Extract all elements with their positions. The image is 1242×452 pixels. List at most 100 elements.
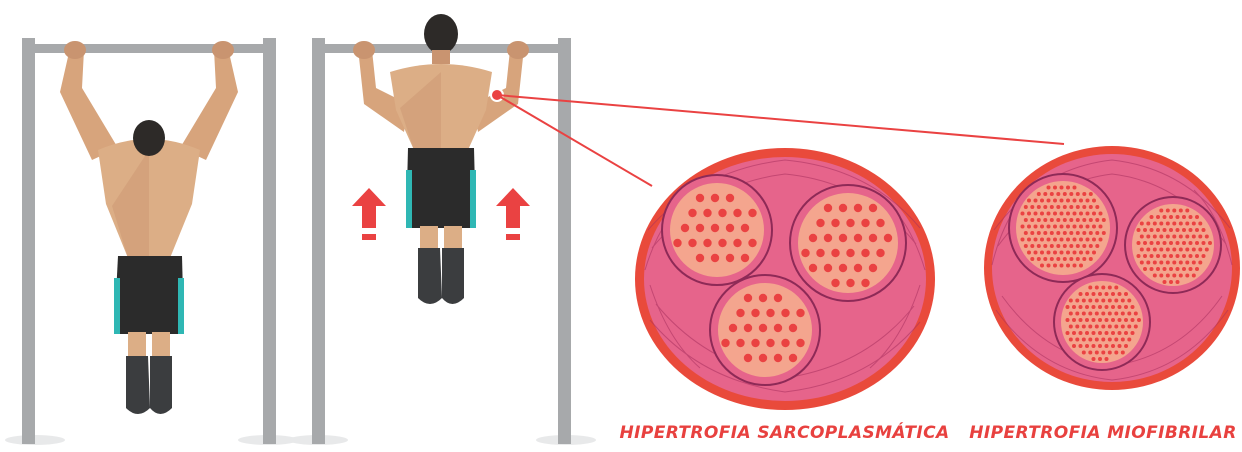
fiber-dot bbox=[1076, 257, 1080, 261]
fiber-dot bbox=[1072, 305, 1076, 309]
fiber-dot bbox=[1176, 228, 1180, 232]
fiber-dot bbox=[1195, 254, 1199, 258]
fiber-dot bbox=[1143, 267, 1147, 271]
fiber-dot bbox=[1095, 312, 1099, 316]
fiber-dot bbox=[1050, 192, 1054, 196]
fiber-dot bbox=[1024, 205, 1028, 209]
fiber-dot bbox=[1027, 225, 1031, 229]
fiber-dot bbox=[759, 324, 767, 332]
fiber-dot bbox=[1127, 299, 1131, 303]
fiber-dot bbox=[1156, 241, 1160, 245]
fiber-dot bbox=[1172, 222, 1176, 226]
fiber-dot bbox=[733, 209, 741, 217]
fiber-dot bbox=[748, 209, 756, 217]
fiber-dot bbox=[1185, 222, 1189, 226]
fiber-dot bbox=[1195, 267, 1199, 271]
fiber-dot bbox=[688, 209, 696, 217]
fiber-dot bbox=[1030, 244, 1034, 248]
fiber-dot bbox=[1063, 244, 1067, 248]
fiber-dot bbox=[1053, 186, 1057, 190]
fiber-dot bbox=[1198, 248, 1202, 252]
shoe bbox=[126, 356, 150, 414]
fiber-dot bbox=[1063, 257, 1067, 261]
fiber-dot bbox=[1189, 215, 1193, 219]
head bbox=[424, 14, 458, 54]
fiber-dot bbox=[1066, 251, 1070, 255]
fiber-dot bbox=[1153, 261, 1157, 265]
fiber-dot bbox=[1047, 264, 1051, 268]
fiber-dot bbox=[1114, 286, 1118, 290]
fiber-dot bbox=[1066, 212, 1070, 216]
fiber-dot bbox=[1140, 235, 1144, 239]
fiber-dot bbox=[1098, 344, 1102, 348]
neck bbox=[432, 50, 450, 64]
fiber-dot bbox=[1079, 212, 1083, 216]
fiber-dot bbox=[1150, 228, 1154, 232]
fiber-dot bbox=[1140, 248, 1144, 252]
fiber-dot bbox=[1053, 212, 1057, 216]
fiber-dot bbox=[1153, 274, 1157, 278]
fiber-dot bbox=[1146, 222, 1150, 226]
fiber-dot bbox=[1086, 238, 1090, 242]
fiber-dot bbox=[1108, 286, 1112, 290]
fiber-dot bbox=[1166, 209, 1170, 213]
fiber-dot bbox=[1076, 244, 1080, 248]
fiber-dot bbox=[1069, 299, 1073, 303]
pullup-pole-left bbox=[312, 38, 325, 444]
fiber-dot bbox=[1069, 218, 1073, 222]
fiber-dot bbox=[1208, 241, 1212, 245]
fiber-dot bbox=[1040, 251, 1044, 255]
fiber-dot bbox=[1159, 209, 1163, 213]
fiber-dot bbox=[1034, 251, 1038, 255]
fiber-dot bbox=[1024, 218, 1028, 222]
fiber-dot bbox=[789, 324, 797, 332]
fiber-dot bbox=[1169, 254, 1173, 258]
fiber-dot bbox=[1095, 286, 1099, 290]
fiber-dot bbox=[1169, 228, 1173, 232]
fiber-dot bbox=[696, 194, 704, 202]
fiber-dot bbox=[1088, 338, 1092, 342]
fiber-dot bbox=[1189, 254, 1193, 258]
fiber-dot bbox=[759, 294, 767, 302]
fiber-dot bbox=[1137, 228, 1141, 232]
fiber-dot bbox=[726, 254, 734, 262]
fiber-dot bbox=[1102, 218, 1106, 222]
fiber-dot bbox=[1205, 235, 1209, 239]
fiber-dot bbox=[1182, 215, 1186, 219]
fiber-dot bbox=[1075, 338, 1079, 342]
fiber-dot bbox=[1040, 199, 1044, 203]
fiber-dot bbox=[1069, 244, 1073, 248]
fiber-dot bbox=[1050, 205, 1054, 209]
pullup-pole-right bbox=[263, 38, 276, 444]
fiber-dot bbox=[729, 324, 737, 332]
fiber-dot bbox=[1114, 312, 1118, 316]
fiber-dot bbox=[1086, 199, 1090, 203]
fiber-dot bbox=[1069, 192, 1073, 196]
fiber-dot bbox=[1098, 357, 1102, 361]
pullup-pole-left bbox=[22, 38, 35, 444]
fiber-dot bbox=[1156, 228, 1160, 232]
fiber-dot bbox=[1205, 248, 1209, 252]
fiber-dot bbox=[1111, 318, 1115, 322]
fiber-dot bbox=[1089, 192, 1093, 196]
fiber-dot bbox=[1069, 338, 1073, 342]
shorts bbox=[114, 256, 184, 334]
up-arrow-icon bbox=[352, 188, 386, 240]
fiber-dot bbox=[1047, 238, 1051, 242]
fiber-dot bbox=[1143, 241, 1147, 245]
fiber-dot bbox=[1034, 225, 1038, 229]
fiber-dot bbox=[1073, 212, 1077, 216]
fiber-dot bbox=[1121, 299, 1125, 303]
fiber-dot bbox=[1076, 231, 1080, 235]
fiber-dot bbox=[1150, 267, 1154, 271]
fiber-dot bbox=[1050, 244, 1054, 248]
fiber-dot bbox=[1101, 325, 1105, 329]
fiber-dot bbox=[1176, 241, 1180, 245]
fiber-dot bbox=[1189, 228, 1193, 232]
fiber-dot bbox=[1185, 261, 1189, 265]
fiber-dot bbox=[1040, 212, 1044, 216]
left-hand bbox=[64, 41, 86, 59]
fiber-dot bbox=[1024, 244, 1028, 248]
fiber-dot bbox=[1146, 248, 1150, 252]
fiber-dot bbox=[766, 309, 774, 317]
